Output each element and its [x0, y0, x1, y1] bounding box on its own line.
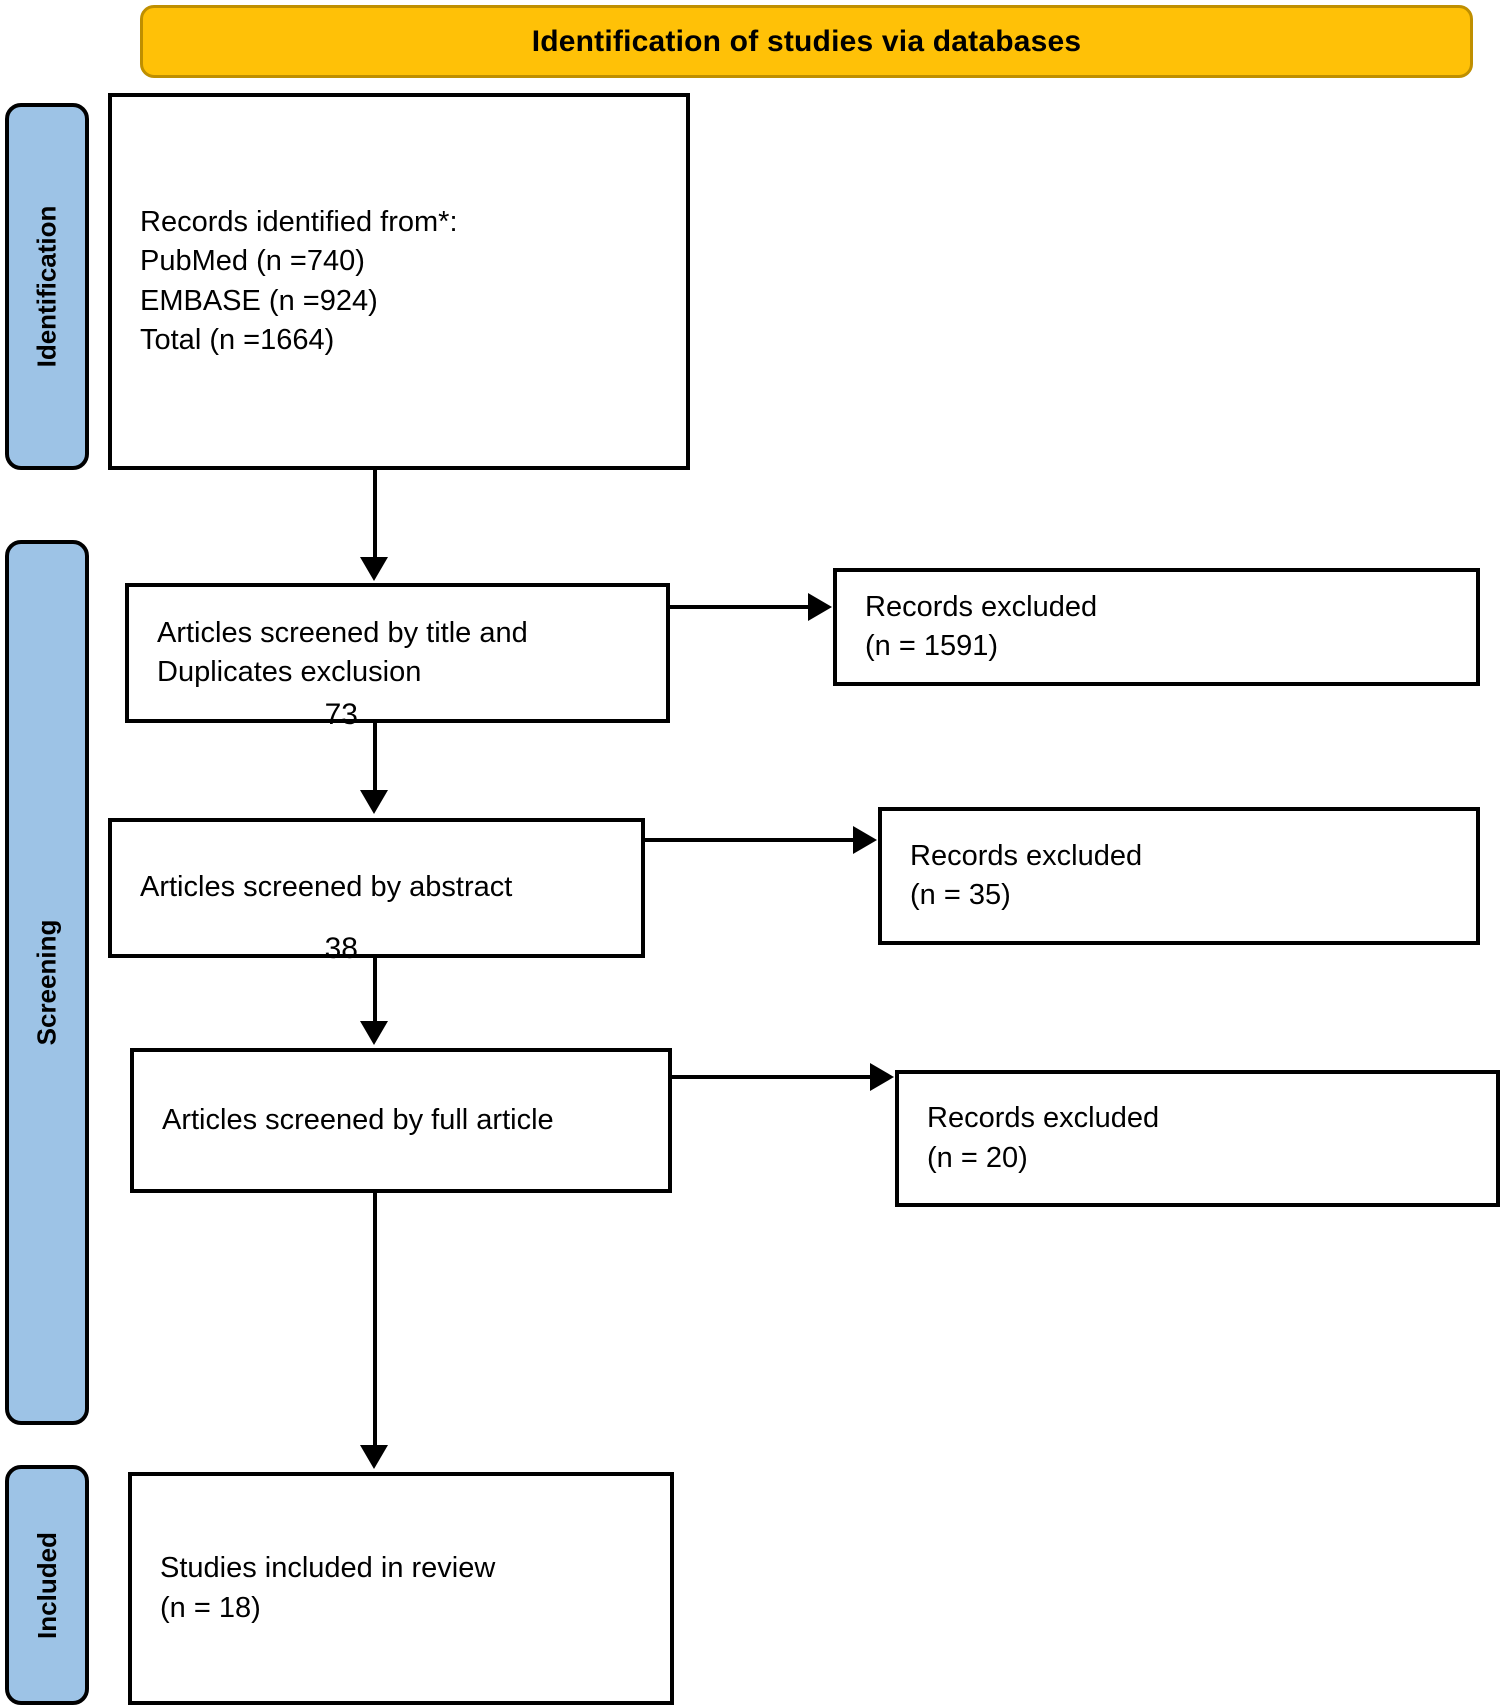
- arrowhead-down-icon: [360, 790, 388, 814]
- connector-title-to-excluded-1: [670, 605, 813, 609]
- diagram-title: Identification of studies via databases: [531, 24, 1082, 58]
- box-records-excluded-2-text: Records excluded (n = 35): [910, 839, 1143, 911]
- edge-label-to-fulltext: 38: [324, 932, 358, 965]
- box-articles-screened-title-text: Articles screened by title and Duplicate…: [157, 616, 528, 688]
- arrowhead-right-icon: [808, 593, 832, 621]
- box-studies-included: Studies included in review (n = 18): [128, 1472, 674, 1705]
- connector-abstract-to-fulltext: [373, 958, 377, 1024]
- box-records-excluded-1-text: Records excluded (n = 1591): [865, 590, 1098, 662]
- box-records-identified: Records identified from*: PubMed (n =740…: [108, 93, 690, 470]
- stage-label-screening-text: Screening: [31, 919, 62, 1046]
- box-studies-included-text: Studies included in review (n = 18): [160, 1552, 496, 1624]
- arrowhead-down-icon: [360, 1021, 388, 1045]
- box-articles-screened-abstract-text: Articles screened by abstract: [140, 871, 513, 904]
- connector-title-to-abstract: [373, 723, 377, 793]
- stage-label-included-text: Included: [31, 1531, 62, 1639]
- stage-label-identification: Identification: [5, 103, 89, 470]
- arrowhead-right-icon: [870, 1063, 894, 1091]
- box-records-excluded-3-text: Records excluded (n = 20): [927, 1102, 1160, 1174]
- box-articles-screened-abstract: Articles screened by abstract: [108, 818, 645, 958]
- connector-identified-to-title: [373, 470, 377, 560]
- connector-abstract-to-excluded-2: [645, 838, 858, 842]
- arrowhead-down-icon: [360, 557, 388, 581]
- box-articles-screened-fulltext-text: Articles screened by full article: [162, 1103, 554, 1136]
- connector-fulltext-to-excluded-3: [672, 1075, 875, 1079]
- box-records-excluded-3: Records excluded (n = 20): [895, 1070, 1500, 1207]
- stage-label-identification-text: Identification: [31, 205, 62, 368]
- diagram-header-banner: Identification of studies via databases: [140, 5, 1473, 78]
- box-articles-screened-fulltext: Articles screened by full article: [130, 1048, 672, 1193]
- arrowhead-down-icon: [360, 1445, 388, 1469]
- stage-label-screening: Screening: [5, 540, 89, 1425]
- arrowhead-right-icon: [853, 826, 877, 854]
- box-articles-screened-title: Articles screened by title and Duplicate…: [125, 583, 670, 723]
- stage-label-included: Included: [5, 1465, 89, 1705]
- box-records-excluded-2: Records excluded (n = 35): [878, 807, 1480, 945]
- edge-label-to-abstract: 73: [324, 698, 358, 731]
- box-records-identified-text: Records identified from*: PubMed (n =740…: [140, 205, 458, 356]
- box-records-excluded-1: Records excluded (n = 1591): [833, 568, 1480, 686]
- connector-fulltext-to-included: [373, 1193, 377, 1448]
